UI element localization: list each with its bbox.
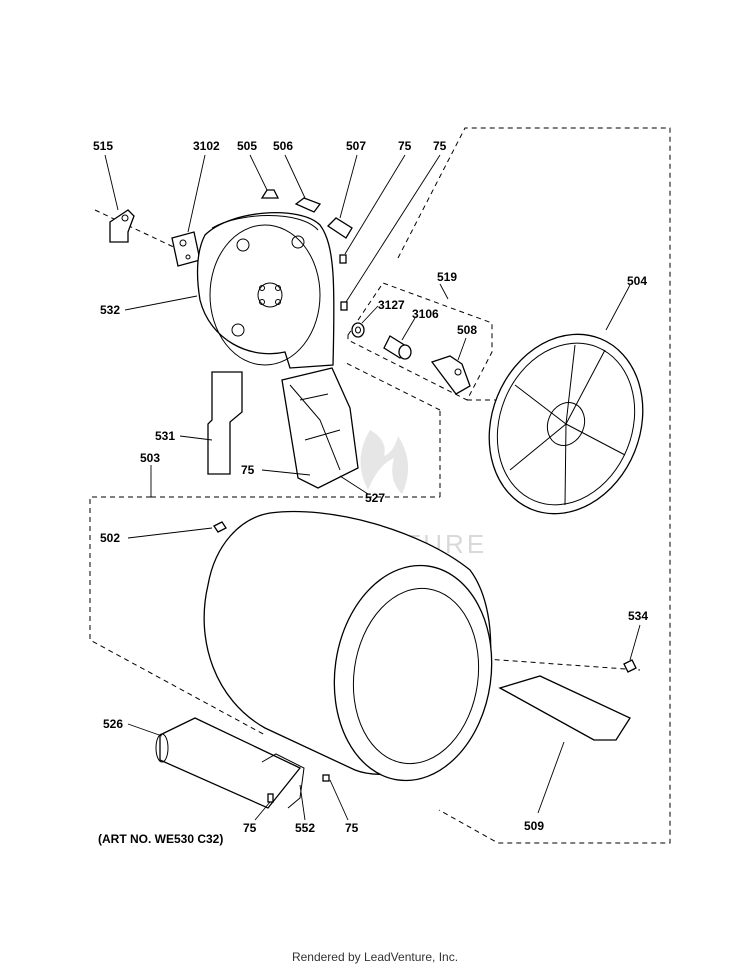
label-505: 505 bbox=[237, 139, 257, 153]
label-75-c: 75 bbox=[241, 463, 255, 477]
part-509-baffle bbox=[498, 675, 631, 814]
label-75-a: 75 bbox=[398, 139, 412, 153]
screw-75-upper-2 bbox=[340, 154, 441, 311]
part-534-screw bbox=[623, 624, 641, 673]
screw-75-upper bbox=[339, 154, 406, 264]
leader-75-duct bbox=[261, 469, 311, 476]
leader-552 bbox=[299, 784, 306, 821]
label-3106: 3106 bbox=[412, 307, 439, 321]
part-503-drum bbox=[150, 465, 493, 782]
label-507: 507 bbox=[346, 139, 366, 153]
label-515: 515 bbox=[93, 139, 113, 153]
label-531: 531 bbox=[155, 429, 175, 443]
part-506-pad bbox=[284, 154, 322, 213]
label-506: 506 bbox=[273, 139, 293, 153]
label-3127: 3127 bbox=[378, 298, 405, 312]
label-503: 503 bbox=[140, 451, 160, 465]
label-3102: 3102 bbox=[193, 139, 220, 153]
part-507-clip bbox=[326, 154, 358, 239]
label-75-b: 75 bbox=[433, 139, 447, 153]
label-502: 502 bbox=[100, 531, 120, 545]
part-527-duct bbox=[281, 367, 369, 495]
part-504-drum-rear bbox=[488, 284, 644, 515]
label-519: 519 bbox=[437, 270, 457, 284]
label-526: 526 bbox=[103, 717, 123, 731]
label-75-e: 75 bbox=[345, 821, 359, 835]
screw-75-heater-right bbox=[322, 774, 349, 821]
label-508: 508 bbox=[457, 323, 477, 337]
part-3106-bearing bbox=[383, 317, 416, 360]
label-534: 534 bbox=[628, 609, 648, 623]
part-3102-bracket bbox=[171, 154, 206, 267]
art-number: (ART NO. WE530 C32) bbox=[98, 832, 223, 846]
callout-labels: 515 3102 505 506 507 75 75 519 504 532 3… bbox=[93, 139, 648, 846]
part-531-panel bbox=[179, 371, 243, 475]
label-504: 504 bbox=[627, 274, 647, 288]
part-526-heater bbox=[127, 717, 305, 809]
part-532-bulkhead bbox=[124, 212, 335, 369]
footer-rendered-by: Rendered by LeadVenture, Inc. bbox=[291, 950, 459, 964]
part-3127-washer bbox=[351, 305, 379, 338]
part-508-shaft bbox=[430, 337, 471, 395]
label-552: 552 bbox=[295, 821, 315, 835]
part-502-screw bbox=[127, 521, 227, 539]
label-509: 509 bbox=[524, 819, 544, 833]
part-505-nut bbox=[249, 154, 280, 199]
screw-75-heater-left bbox=[254, 793, 274, 821]
leader-519 bbox=[439, 283, 449, 300]
part-515-clip bbox=[104, 154, 135, 243]
label-527: 527 bbox=[365, 491, 385, 505]
label-75-d: 75 bbox=[243, 821, 257, 835]
label-532: 532 bbox=[100, 303, 120, 317]
